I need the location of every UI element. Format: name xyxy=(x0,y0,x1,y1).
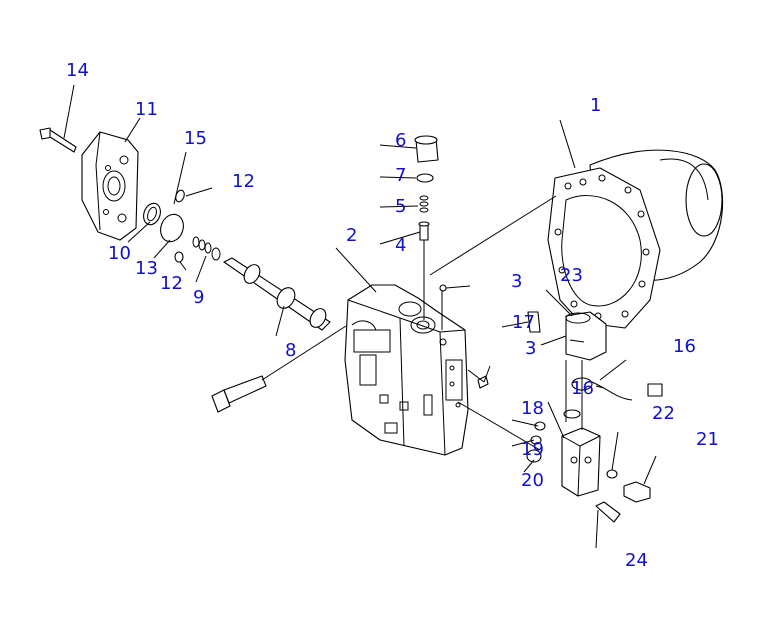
callout-8: 8 xyxy=(285,340,296,361)
callout-22: 22 xyxy=(652,403,675,424)
callout-1: 1 xyxy=(590,95,601,116)
callout-15: 15 xyxy=(184,128,207,149)
callout-18: 18 xyxy=(521,398,544,419)
part-solenoid-assembly xyxy=(526,311,663,523)
callout-11: 11 xyxy=(135,99,158,120)
callout-14: 14 xyxy=(66,60,89,81)
part-socket-bolt xyxy=(211,375,267,413)
leader-lines xyxy=(63,84,657,549)
callout-7: 7 xyxy=(395,165,406,186)
callout-5: 5 xyxy=(395,196,406,217)
callout-6: 6 xyxy=(395,130,406,151)
part-bolt-14 xyxy=(39,127,77,153)
part-spool-8 xyxy=(223,257,331,331)
callout-2: 2 xyxy=(346,225,357,246)
callout-12-top: 12 xyxy=(232,171,255,192)
part-valve-body xyxy=(344,284,469,456)
callout-10: 10 xyxy=(108,243,131,264)
part-plug-stack xyxy=(414,135,439,241)
callout-4: 4 xyxy=(395,235,406,256)
callout-3-top: 3 xyxy=(511,271,522,292)
callout-labels: 14 11 15 12 10 13 12 9 8 2 6 7 5 4 1 3 2… xyxy=(66,60,719,571)
callout-20: 20 xyxy=(521,470,544,491)
part-seals-left xyxy=(143,189,185,263)
callout-17: 17 xyxy=(512,312,535,333)
part-motor-housing xyxy=(547,149,724,329)
part-spring-9 xyxy=(192,236,221,261)
callout-16-center: 16 xyxy=(571,378,594,399)
callout-13: 13 xyxy=(135,258,158,279)
part-cover-plate xyxy=(81,131,139,241)
callout-23: 23 xyxy=(560,265,583,286)
part-small-fittings xyxy=(439,284,541,389)
callout-12-bottom: 12 xyxy=(160,273,183,294)
callout-24: 24 xyxy=(625,550,648,571)
callout-9: 9 xyxy=(193,287,204,308)
callout-21: 21 xyxy=(696,429,719,450)
callout-3-bottom: 3 xyxy=(525,338,536,359)
callout-19: 19 xyxy=(521,439,544,460)
callout-16-right: 16 xyxy=(673,336,696,357)
